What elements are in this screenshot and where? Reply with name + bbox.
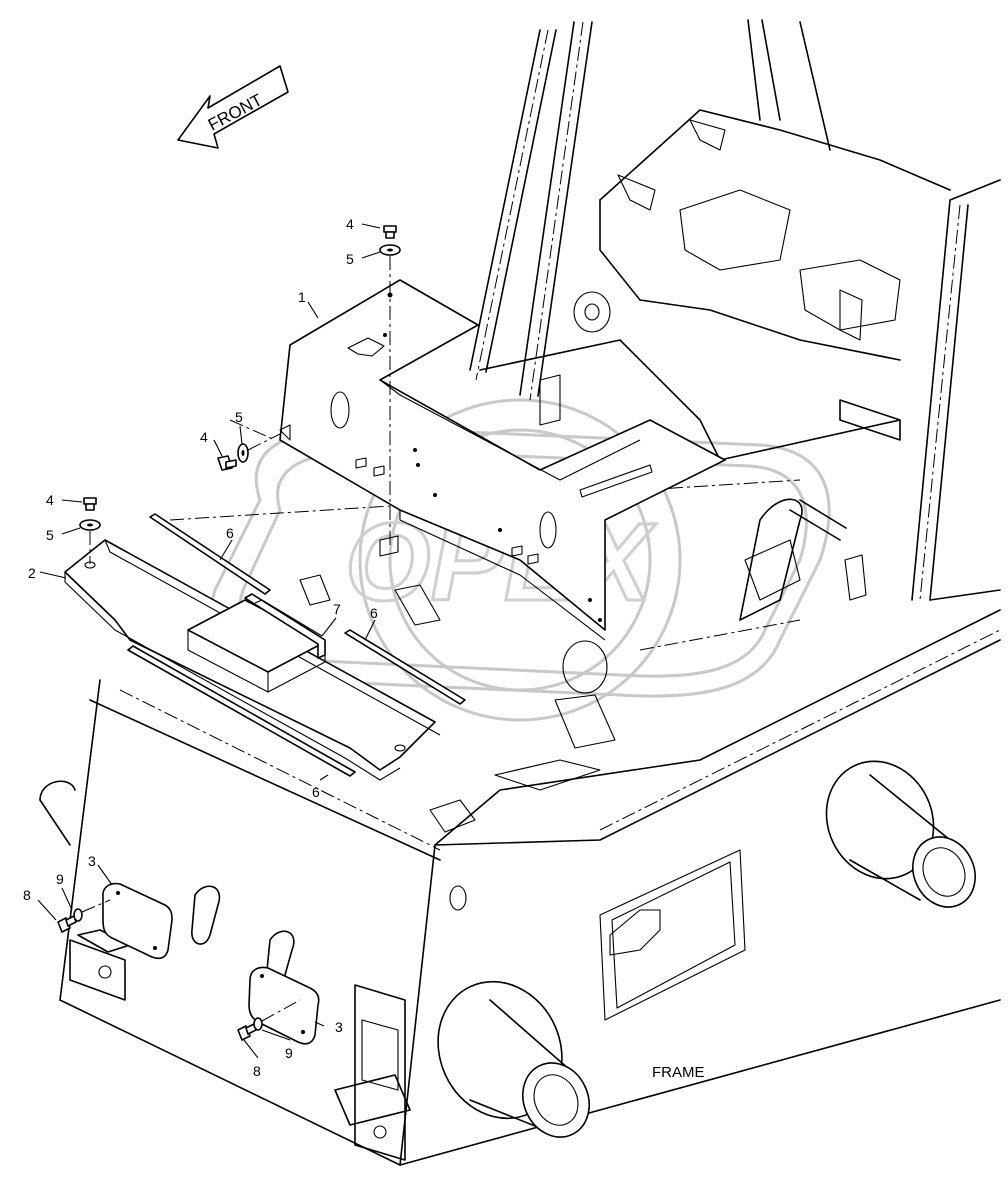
part-7-bracket xyxy=(244,593,326,659)
front-axle-tube xyxy=(437,980,590,1138)
part-4-bolt-top xyxy=(383,225,397,239)
rear-axle-tube xyxy=(825,760,976,908)
part-3-access-cover-left xyxy=(102,882,173,960)
left-axle-tube xyxy=(39,780,76,846)
callout-9-right: 9 xyxy=(285,1045,293,1061)
machine-frame xyxy=(39,19,1001,1166)
callout-5-top: 5 xyxy=(346,251,354,267)
part-4-bolt-left xyxy=(83,497,97,511)
part-9-lockwasher-left xyxy=(73,908,83,922)
part-3-access-cover-right xyxy=(248,966,320,1045)
front-arrow: FRONT xyxy=(177,65,289,149)
callout-5-left: 5 xyxy=(46,527,54,543)
part-4-bolt-mid xyxy=(217,455,237,471)
callout-8-left: 8 xyxy=(23,887,31,903)
callout-9-left: 9 xyxy=(56,871,64,887)
part-9-lockwasher-right xyxy=(253,1017,263,1031)
callout-4-top: 4 xyxy=(346,216,354,232)
callout-6-right: 6 xyxy=(370,605,378,621)
callout-3-right: 3 xyxy=(335,1019,343,1035)
part-8-screw-left xyxy=(57,915,77,933)
callout-labels: 1 2 3 3 4 4 4 5 5 5 6 6 6 7 8 8 9 9 xyxy=(23,216,378,1079)
callout-2: 2 xyxy=(28,565,36,581)
part-5-washer-left xyxy=(79,519,101,531)
part-8-screw-right xyxy=(237,1023,257,1041)
callout-7: 7 xyxy=(333,601,341,617)
callout-6-bottom: 6 xyxy=(312,784,320,800)
callout-leaders xyxy=(37,223,381,1059)
callout-4-mid: 4 xyxy=(200,429,208,445)
callout-8-right: 8 xyxy=(253,1063,261,1079)
callout-5-mid: 5 xyxy=(235,409,243,425)
front-label: FRONT xyxy=(205,90,266,134)
part-5-washer-top xyxy=(379,244,401,256)
callout-1: 1 xyxy=(298,289,306,305)
frame-label: FRAME xyxy=(652,1064,705,1081)
part-5-washer-mid xyxy=(237,443,249,463)
callout-3-left: 3 xyxy=(88,853,96,869)
callout-6-top: 6 xyxy=(226,525,234,541)
callout-4-left: 4 xyxy=(46,492,54,508)
part-6-seal-strips xyxy=(127,513,466,777)
